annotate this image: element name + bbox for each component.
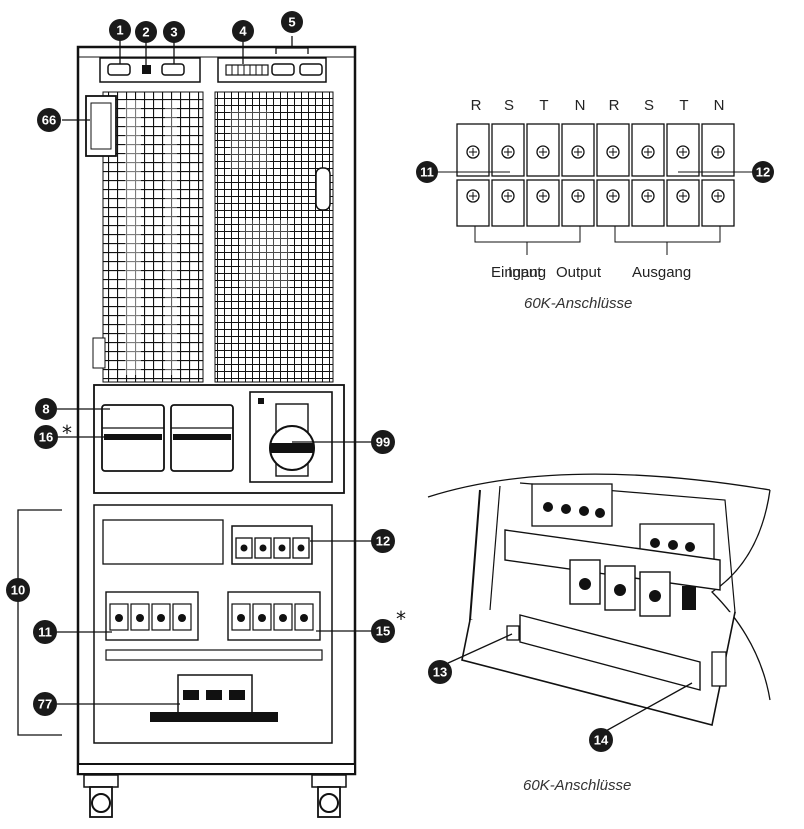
terminal-label-2: S (504, 97, 514, 114)
callout-10: 10 (6, 578, 30, 602)
callout-15: 15 (371, 619, 395, 643)
svg-text:11: 11 (38, 625, 52, 640)
usb-port (142, 65, 151, 74)
asterisk-15: * (396, 607, 406, 631)
ventilation-grid-left (102, 91, 204, 383)
terminal-label-7: T (679, 97, 688, 114)
terminal-label-1: R (471, 97, 482, 114)
svg-text:5: 5 (288, 15, 295, 30)
terminal-label-6: S (644, 97, 654, 114)
svg-text:15: 15 (376, 624, 390, 639)
callout-2: 2 (135, 21, 157, 43)
terminal-block-detail: R S T N R S T N Eingang Input Output Aus… (432, 97, 756, 312)
caster-right (311, 774, 347, 818)
terminal-label-5: R (609, 97, 620, 114)
svg-text:3: 3 (170, 25, 177, 40)
parallel-port-b (299, 63, 323, 76)
svg-text:4: 4 (239, 24, 247, 39)
callout-12-cabinet: 12 (371, 529, 395, 553)
input-label-en: Input (508, 264, 542, 281)
side-handle (315, 167, 331, 211)
callout-4: 4 (232, 20, 254, 42)
caster-left (83, 774, 119, 818)
callout-77: 77 (33, 692, 57, 716)
callout-11-terminal: 11 (416, 161, 438, 183)
callout-11-cabinet: 11 (33, 620, 57, 644)
svg-text:16: 16 (39, 430, 53, 445)
ups-cabinet (17, 36, 372, 818)
svg-text:77: 77 (38, 697, 52, 712)
callout-1: 1 (109, 19, 131, 41)
svg-text:13: 13 (433, 665, 447, 680)
detail-terminal-row-lower (569, 559, 671, 617)
svg-text:12: 12 (756, 165, 770, 180)
terminal-label-8: N (714, 97, 725, 114)
terminal-label-4: N (575, 97, 586, 114)
terminal-top-row (456, 123, 735, 177)
terminal-bottom-row (456, 179, 735, 227)
callout-66: 66 (37, 108, 61, 132)
callout-99: 99 (371, 430, 395, 454)
svg-text:14: 14 (594, 733, 609, 748)
callout-16: 16 (34, 425, 58, 449)
terminal-label-3: T (539, 97, 548, 114)
svg-text:99: 99 (376, 435, 390, 450)
dry-contact-terminal (225, 64, 269, 76)
callout-12-terminal: 12 (752, 161, 774, 183)
svg-text:12: 12 (376, 534, 390, 549)
ventilation-grid-right (214, 91, 334, 383)
callout-14: 14 (589, 728, 613, 752)
terminal-block-caption: 60K-Anschlüsse (524, 295, 632, 312)
svg-text:66: 66 (42, 113, 56, 128)
svg-text:10: 10 (11, 583, 25, 598)
rs232-port (107, 63, 131, 76)
callout-8: 8 (35, 398, 57, 420)
detail-view-caption: 60K-Anschlüsse (523, 777, 631, 794)
callout-3: 3 (163, 21, 185, 43)
output-label-en: Output (556, 264, 602, 281)
callout-13: 13 (428, 660, 452, 684)
callout-5: 5 (281, 11, 303, 33)
svg-text:8: 8 (42, 402, 49, 417)
svg-text:11: 11 (420, 165, 434, 180)
parallel-port-a (271, 63, 295, 76)
asterisk-16: * (62, 421, 72, 445)
svg-text:1: 1 (116, 23, 123, 38)
cabinet-interior-detail: 60K-Anschlüsse (427, 473, 771, 794)
svg-text:2: 2 (142, 25, 149, 40)
input-label-de: Eingang (491, 264, 546, 281)
output-label-de: Ausgang (632, 264, 691, 281)
emergency-port (161, 63, 185, 76)
